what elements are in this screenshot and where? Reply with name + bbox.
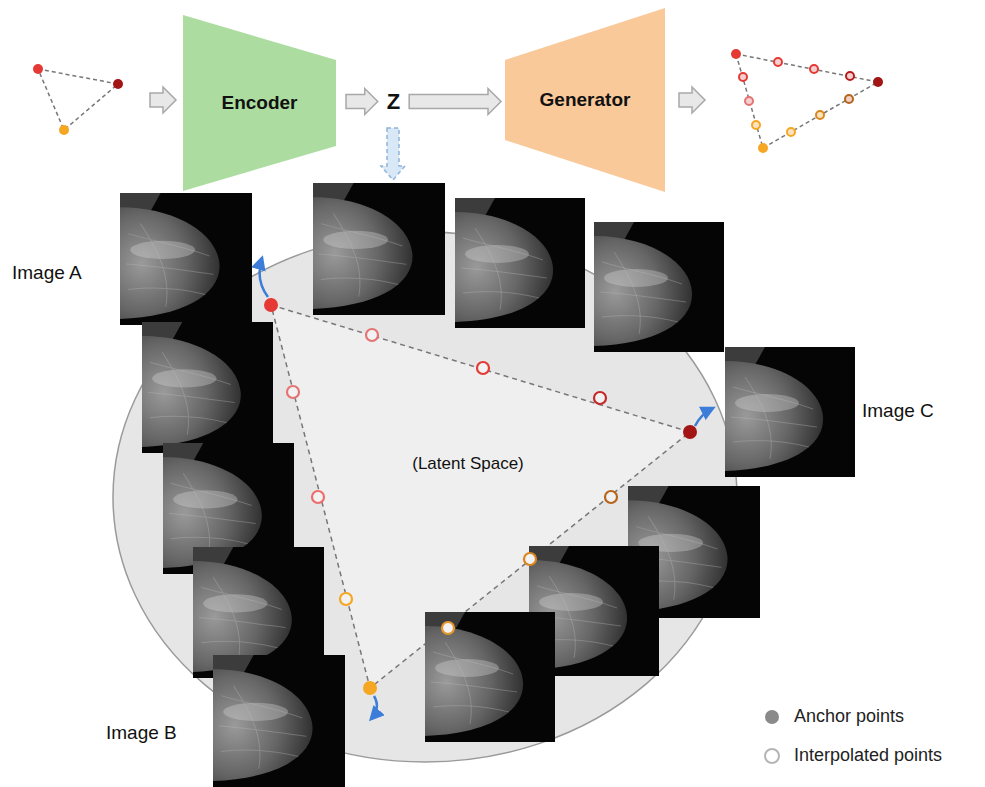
interpolated-point [442,622,454,634]
anchor-point [873,77,883,87]
dashed-triangle [736,54,878,148]
anchor-point [264,298,278,312]
trapezoid-fill [183,15,336,191]
interpolated-point [312,491,324,503]
image-label: Image B [106,722,177,744]
interpolated-point [752,121,760,129]
anchor-point [683,425,697,439]
legend-entry: Interpolated points [762,745,942,766]
anchor-point [113,79,123,89]
legend-swatch [762,707,782,727]
curved-arrow [371,696,377,719]
block-arrow [150,87,176,113]
mammogram-image [455,198,585,328]
interpolated-point [605,491,617,503]
anchor-point [731,49,741,59]
anchor-point [33,64,43,74]
mammogram-image [213,655,345,787]
anchor-point [363,681,377,695]
mammogram-image [313,183,445,315]
network-block: Generator [505,8,665,192]
image-label: Image A [12,262,82,284]
interpolated-point [816,111,824,119]
block-arrow [679,87,705,113]
anchor-point [758,143,768,153]
region-label: (Latent Space) [412,454,524,474]
output-triangle [731,49,883,153]
interpolated-point [366,329,378,341]
interpolated-point [846,72,854,80]
mammogram-image [120,193,252,325]
interpolated-point [774,58,782,66]
image-label: Image C [862,400,934,422]
interpolated-point [810,65,818,73]
legend-text: Interpolated points [794,745,942,766]
interpolated-point [594,392,606,404]
mammogram-image [425,612,555,742]
interpolated-point [845,95,853,103]
interpolated-point [340,593,352,605]
legend-marker [765,710,779,724]
curved-arrow [260,258,268,297]
interpolated-point [787,128,795,136]
mammogram-image [142,322,273,453]
legend-swatch [762,746,782,766]
anchor-point [59,125,69,135]
legend-marker [765,749,779,763]
curved-arrow [695,408,713,426]
interpolated-point [524,553,536,565]
dashed-down-arrow [381,128,405,180]
network-block: Encoder [183,15,336,191]
block-title: Encoder [221,92,297,114]
mammogram-image [594,222,724,352]
interpolated-point [287,386,299,398]
legend-text: Anchor points [794,706,904,727]
mammogram-image [725,347,855,477]
trapezoid-fill [505,8,665,192]
block-arrow-connector [346,89,501,115]
input-triangle [33,64,123,135]
dashed-triangle [38,69,118,130]
interpolated-point [477,362,489,374]
block-title: Generator [540,89,631,111]
latent-code-label: Z [384,89,403,115]
latent-points [264,298,697,695]
mammogram-images [120,183,855,787]
legend-entry: Anchor points [762,706,904,727]
interpolated-point [745,97,753,105]
interpolated-point [739,73,747,81]
